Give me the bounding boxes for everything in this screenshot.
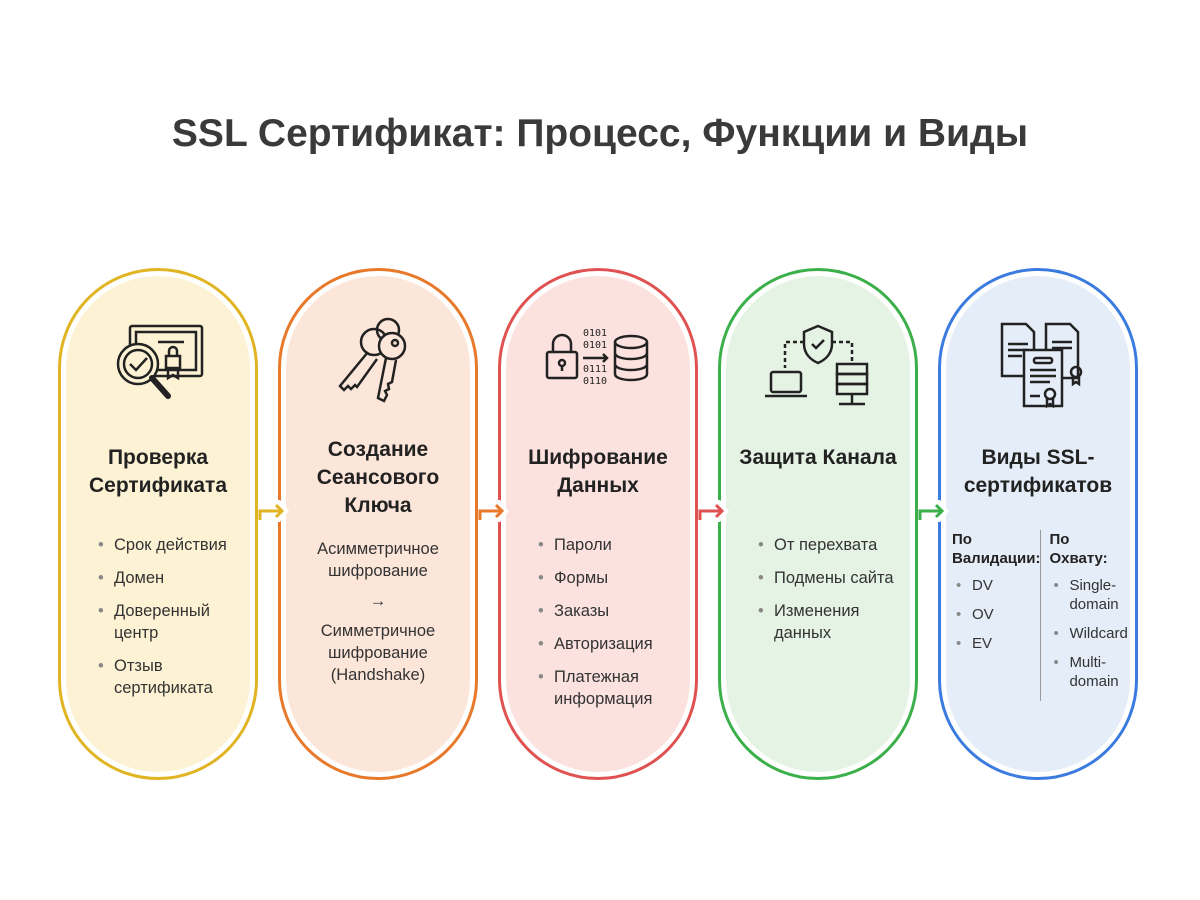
svg-text:0101: 0101 bbox=[583, 328, 607, 339]
list-item: Wildcard bbox=[1053, 624, 1127, 643]
step-title: Шифрование Данных bbox=[528, 446, 668, 497]
list-item: Подмены сайта bbox=[758, 567, 900, 589]
step-certificate-check: Проверка Сертификата Срок действия Домен… bbox=[58, 268, 258, 780]
step-channel-protection: Защита Канала От перехвата Подмены сайта… bbox=[718, 268, 918, 780]
keys-icon bbox=[286, 316, 470, 416]
symmetric-text: Симметричное шифрование (Handshake) bbox=[320, 622, 436, 684]
arrow-icon bbox=[698, 500, 729, 522]
step-title: Проверка Сертификата bbox=[88, 446, 228, 497]
certificate-documents-icon bbox=[946, 316, 1130, 416]
svg-text:0110: 0110 bbox=[583, 376, 607, 387]
list-item: От перехвата bbox=[758, 534, 900, 556]
step-ssl-types: Виды SSL-сертификатов По Валидации: DV O… bbox=[938, 268, 1138, 780]
list-item: Домен bbox=[98, 567, 240, 589]
list-item: Отзыв сертификата bbox=[98, 655, 240, 699]
check-list: Срок действия Домен Доверенный центр Отз… bbox=[98, 534, 240, 710]
arrow-text: → bbox=[369, 592, 387, 610]
scope-heading: По Охвату: bbox=[1049, 531, 1108, 567]
list-item: Изменения данных bbox=[758, 600, 900, 644]
step-title: Виды SSL-сертификатов bbox=[963, 446, 1113, 497]
page-title: SSL Сертификат: Процесс, Функции и Виды bbox=[171, 112, 1029, 155]
list-item: Пароли bbox=[538, 534, 680, 556]
certificate-magnifier-icon bbox=[66, 316, 250, 416]
step-title: Защита Канала bbox=[739, 446, 897, 469]
protection-list: От перехвата Подмены сайта Изменения дан… bbox=[758, 534, 900, 655]
shield-network-icon bbox=[726, 316, 910, 416]
list-item: OV bbox=[956, 605, 1040, 624]
asymmetric-text: Асимметричное шифрование bbox=[317, 540, 439, 580]
validation-heading: По Валидации: bbox=[952, 531, 1041, 567]
svg-text:0111: 0111 bbox=[583, 364, 607, 375]
arrow-icon bbox=[478, 500, 509, 522]
list-item: Multi-domain bbox=[1053, 653, 1127, 691]
list-item: EV bbox=[956, 634, 1040, 653]
scope-column: По Охвату: Single-domain Wildcard Multi-… bbox=[1040, 530, 1128, 701]
arrow-icon bbox=[258, 500, 289, 522]
encrypted-data-list: Пароли Формы Заказы Авторизация Платежна… bbox=[538, 534, 680, 721]
list-item: Доверенный центр bbox=[98, 600, 240, 644]
arrow-icon bbox=[918, 500, 949, 522]
list-item: Формы bbox=[538, 567, 680, 589]
step-session-key: Создание Сеансового Ключа Асимметричное … bbox=[278, 268, 478, 780]
ssl-types-columns: По Валидации: DV OV EV По Охвату: Single… bbox=[952, 530, 1128, 701]
list-item: Заказы bbox=[538, 600, 680, 622]
step-title: Создание Сеансового Ключа bbox=[316, 438, 440, 517]
svg-text:0101: 0101 bbox=[583, 340, 607, 351]
list-item: DV bbox=[956, 576, 1040, 595]
list-item: Платежная информация bbox=[538, 666, 680, 710]
list-item: Срок действия bbox=[98, 534, 240, 556]
validation-list: DV OV EV bbox=[952, 576, 1040, 653]
scope-list: Single-domain Wildcard Multi-domain bbox=[1049, 576, 1127, 691]
list-item: Авторизация bbox=[538, 633, 680, 655]
list-item: Single-domain bbox=[1053, 576, 1127, 614]
validation-column: По Валидации: DV OV EV bbox=[952, 530, 1040, 701]
handshake-description: Асимметричное шифрование → Симметричное … bbox=[286, 538, 470, 694]
